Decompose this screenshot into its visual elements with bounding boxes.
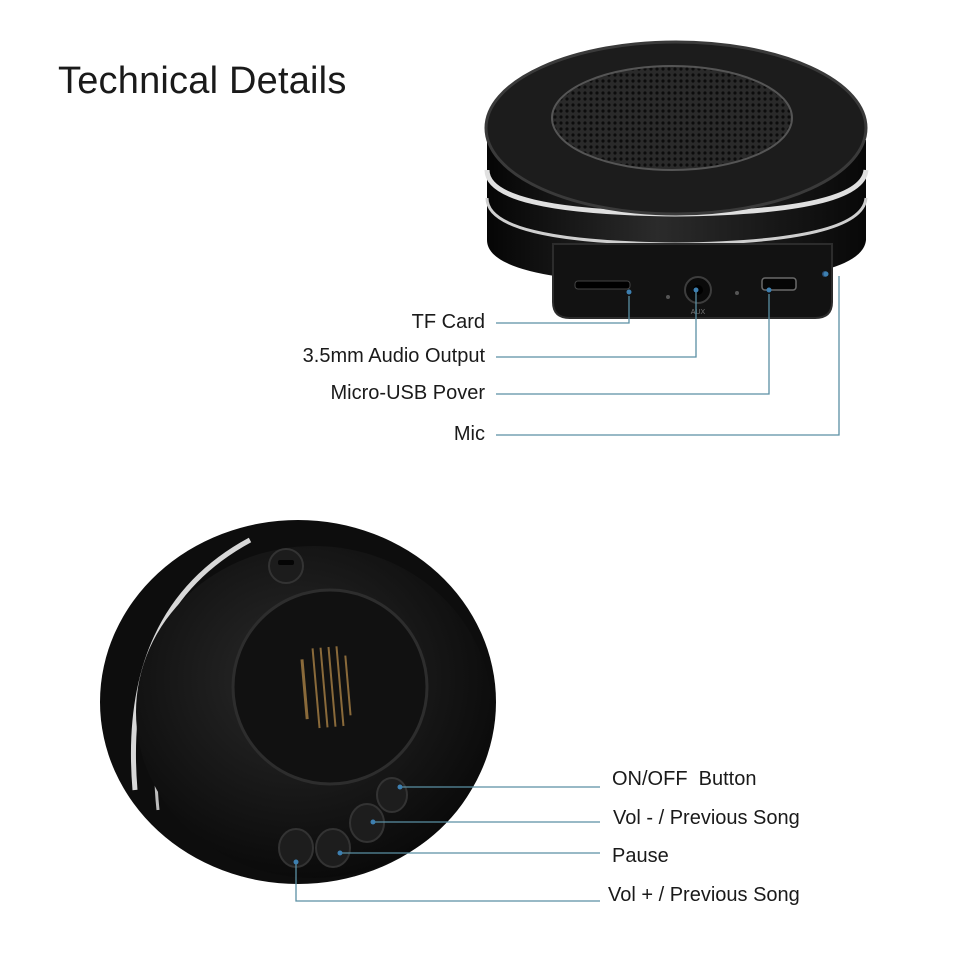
- pause-button: [315, 828, 351, 868]
- page-title: Technical Details: [58, 60, 347, 102]
- tf-card-label: TF Card: [411, 311, 485, 333]
- vol-minus-button: [349, 803, 385, 843]
- bottom-leader-lines: [295, 786, 600, 902]
- mic-label: Mic: [453, 423, 485, 445]
- pause-label: Pause: [612, 845, 669, 867]
- top-leader-lines: [496, 276, 840, 436]
- speaker-grill: [552, 66, 792, 170]
- speaker-top-view: AUX: [484, 40, 869, 436]
- lanyard-hole: [268, 548, 304, 584]
- speaker-back-view: [100, 520, 600, 902]
- aux-marking: AUX: [691, 309, 706, 316]
- audio-output-label: 3.5mm Audio Output: [302, 345, 485, 367]
- micro-usb-port: [761, 277, 797, 291]
- regulatory-markings: [300, 646, 352, 729]
- vol-plus-label: Vol + / Previous Song: [608, 884, 800, 906]
- label-plate: [231, 588, 429, 786]
- tf-card-slot: [574, 280, 631, 290]
- micro-usb-label: Micro-USB Pover: [330, 382, 485, 404]
- on-off-label: ON/OFF Button: [612, 768, 757, 790]
- on-off-button: [376, 777, 408, 813]
- vol-minus-label: Vol - / Previous Song: [613, 807, 800, 829]
